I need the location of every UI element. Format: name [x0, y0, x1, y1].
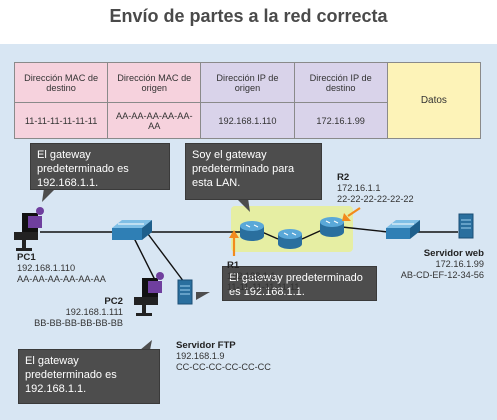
callout-pointer — [42, 188, 56, 202]
pc2-label: PC2 192.168.1.111 BB-BB-BB-BB-BB-BB — [0, 296, 123, 329]
router-icon — [278, 229, 302, 249]
dst-mac-header: Dirección MAC de destino — [13, 62, 109, 103]
r2-name: R2 — [337, 172, 350, 183]
pc2-gateway-callout: El gateway predeterminado es 192.168.1.1… — [18, 349, 160, 404]
callout-pointer — [236, 198, 250, 212]
r1-ip: 192.168.1.1 — [227, 271, 276, 281]
r2-ip: 172.16.1.1 — [337, 183, 381, 193]
web-server-mac: AB-CD-EF-12-34-56 — [400, 270, 484, 280]
web-server-ip: 172.16.1.99 — [435, 259, 484, 269]
r1-mac: 11-11-11-11-11-11 — [227, 282, 300, 292]
switch-icon — [112, 220, 152, 240]
r1-name: R1 — [227, 260, 240, 271]
ftp-server-mac: CC-CC-CC-CC-CC-CC — [176, 362, 271, 372]
router-icon — [320, 217, 344, 237]
pc2-mac: BB-BB-BB-BB-BB-BB — [34, 318, 123, 328]
ftp-server-name: Servidor FTP — [176, 340, 236, 351]
pc1-mac: AA-AA-AA-AA-AA-AA — [17, 274, 106, 284]
router-icon — [240, 221, 264, 241]
data-cell: Datos — [386, 62, 482, 139]
r2-mac: 22-22-22-22-22-22 — [337, 194, 414, 204]
ftp-server-ip: 192.168.1.9 — [176, 351, 225, 361]
pc-icon — [14, 207, 44, 251]
callout-pointer — [140, 340, 152, 350]
router-network-highlight — [231, 206, 353, 252]
pc1-gateway-callout: El gateway predeterminado es 192.168.1.1… — [30, 143, 170, 190]
pc2-ip: 192.168.1.111 — [65, 307, 123, 317]
callout-pointer — [196, 292, 210, 300]
switch-icon — [386, 220, 420, 239]
arrow-icon — [342, 207, 361, 221]
dst-ip-value: 172.16.1.99 — [293, 102, 388, 139]
r1-label: R1 192.168.1.1 11-11-11-11-11-11 — [227, 260, 300, 293]
pc1-name: PC1 — [17, 252, 36, 263]
pc1-ip: 192.168.1.110 — [17, 263, 76, 273]
dst-mac-value: 11-11-11-11-11-11 — [13, 102, 109, 139]
pc-icon — [134, 272, 164, 316]
src-mac-value: AA-AA-AA-AA-AA-AA — [107, 102, 202, 139]
page-title: Envío de partes a la red correcta — [109, 6, 388, 26]
pc1-label: PC1 192.168.1.110 AA-AA-AA-AA-AA-AA — [17, 252, 106, 285]
pc2-name: PC2 — [104, 296, 123, 307]
ftp-server-label: Servidor FTP 192.168.1.9 CC-CC-CC-CC-CC-… — [176, 340, 271, 373]
web-server-name: Servidor web — [423, 248, 484, 259]
src-ip-value: 192.168.1.110 — [200, 102, 295, 139]
ftp-gateway-callout: El gateway predeterminado es 192.168.1.1… — [222, 266, 377, 301]
r1-gateway-callout: Soy el gateway predeterminado para esta … — [185, 143, 322, 200]
arrow-icon — [229, 230, 239, 256]
server-icon — [458, 213, 474, 239]
web-server-label: Servidor web 172.16.1.99 AB-CD-EF-12-34-… — [360, 248, 484, 281]
server-icon — [177, 279, 193, 305]
dst-ip-header: Dirección IP de destino — [293, 62, 388, 103]
frame-header-table: Dirección MAC de destino Dirección MAC d… — [13, 62, 482, 139]
r2-label: R2 172.16.1.1 22-22-22-22-22-22 — [337, 172, 414, 205]
